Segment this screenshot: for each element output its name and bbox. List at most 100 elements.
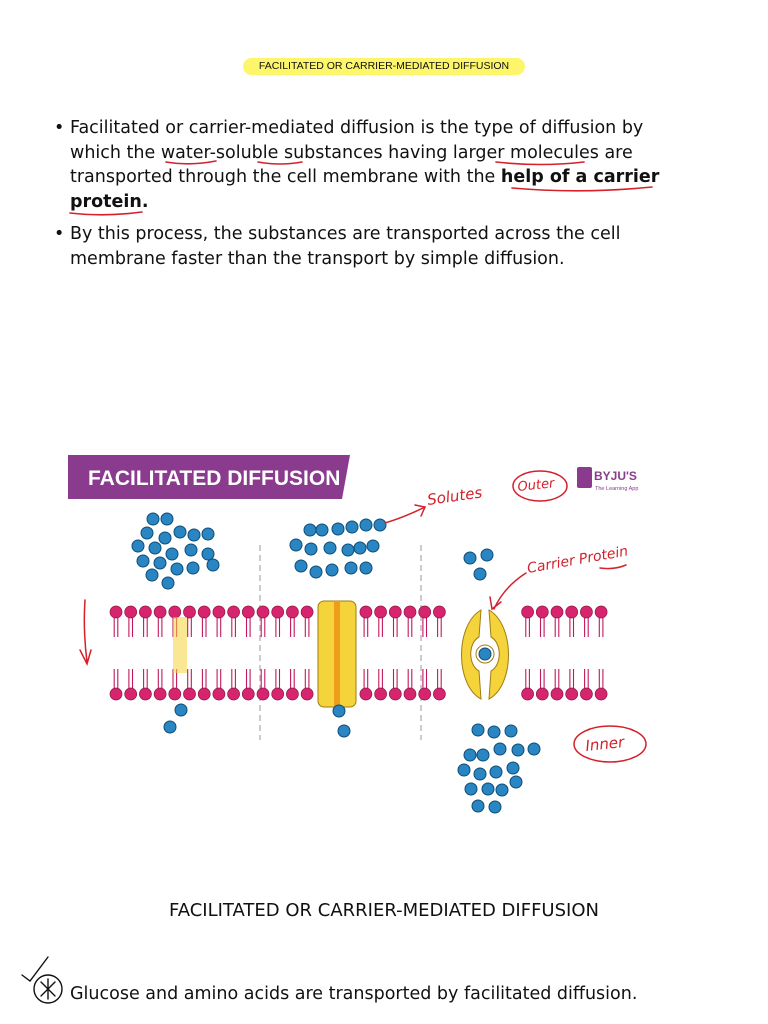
solute-molecule bbox=[488, 800, 502, 814]
note-text: Glucose and amino acids are transported … bbox=[70, 984, 638, 1004]
inner-circle bbox=[573, 725, 647, 763]
solute-molecule bbox=[344, 561, 358, 575]
solute-molecule bbox=[480, 548, 494, 562]
solute-molecule bbox=[366, 539, 380, 553]
solute-molecule bbox=[184, 543, 198, 557]
solute-molecule bbox=[206, 558, 220, 572]
solute-molecule bbox=[161, 576, 175, 590]
glucose-note: Glucose and amino acids are transported … bbox=[70, 983, 670, 1006]
solute-molecule bbox=[170, 562, 184, 576]
lipid-molecule-inner bbox=[579, 668, 593, 701]
lipid-molecule-inner bbox=[565, 668, 579, 701]
facilitated-diffusion-diagram: FACILITATED DIFFUSION BYJU'S The Learnin… bbox=[68, 455, 647, 814]
solute-molecule bbox=[146, 512, 160, 526]
lipid-molecule-outer bbox=[432, 605, 446, 638]
solute-molecule bbox=[323, 541, 337, 555]
solute-molecule bbox=[493, 742, 507, 756]
lipid-molecule-inner bbox=[374, 668, 388, 701]
lipid-molecule-inner bbox=[197, 668, 211, 701]
lipid-molecule-inner bbox=[271, 668, 285, 701]
solute-molecule bbox=[471, 723, 485, 737]
bullet-item-definition: Facilitated or carrier-mediated diffusio… bbox=[54, 116, 694, 214]
lipid-molecule-outer bbox=[594, 605, 608, 638]
outer-circle bbox=[512, 470, 568, 502]
carrier-protein bbox=[461, 609, 509, 700]
lipid-molecule-outer bbox=[109, 605, 123, 638]
solute-molecule bbox=[457, 763, 471, 777]
lipid-molecule-inner bbox=[594, 668, 608, 701]
lipid-molecule-inner bbox=[550, 668, 564, 701]
label-inner: Inner bbox=[585, 733, 626, 755]
solute-molecule bbox=[489, 765, 503, 779]
solute-molecule bbox=[165, 547, 179, 561]
solute-molecule bbox=[294, 559, 308, 573]
logo-name: BYJU'S bbox=[594, 469, 637, 483]
solute-molecule bbox=[309, 565, 323, 579]
bullet-text-definition: Facilitated or carrier-mediated diffusio… bbox=[70, 118, 644, 187]
arrow-down-left bbox=[83, 599, 88, 663]
lipid-molecule-outer bbox=[374, 605, 388, 638]
solute-molecule bbox=[511, 743, 525, 757]
lipid-molecule-outer bbox=[388, 605, 402, 638]
solute-molecule bbox=[337, 724, 351, 738]
lipid-molecule-outer bbox=[212, 605, 226, 638]
solute-molecule bbox=[359, 518, 373, 532]
lipid-molecule-inner bbox=[359, 668, 373, 701]
bullet-text-speed: By this process, the substances are tran… bbox=[70, 224, 621, 269]
lipid-molecule-outer bbox=[138, 605, 152, 638]
lipid-molecule-outer bbox=[403, 605, 417, 638]
lipid-molecule-outer bbox=[535, 605, 549, 638]
solute-molecule bbox=[476, 748, 490, 762]
solute-molecule bbox=[304, 542, 318, 556]
solute-molecule bbox=[186, 561, 200, 575]
lipid-molecule-inner bbox=[388, 668, 402, 701]
solute-molecule bbox=[359, 561, 373, 575]
header-title-pill: FACILITATED OR CARRIER-MEDIATED DIFFUSIO… bbox=[243, 58, 525, 75]
lipid-molecule-outer bbox=[579, 605, 593, 638]
lipid-molecule-inner bbox=[535, 668, 549, 701]
solute-molecule bbox=[289, 538, 303, 552]
lipid-molecule-inner bbox=[153, 668, 167, 701]
section-heading: FACILITATED OR CARRIER-MEDIATED DIFFUSIO… bbox=[169, 900, 599, 921]
solute-molecule bbox=[187, 528, 201, 542]
solute-molecule bbox=[140, 526, 154, 540]
solute-molecule bbox=[473, 767, 487, 781]
banner-title: FACILITATED DIFFUSION bbox=[88, 467, 340, 490]
lipid-molecule-outer bbox=[359, 605, 373, 638]
region-dividers bbox=[259, 545, 422, 740]
solute-molecule bbox=[353, 541, 367, 555]
lipid-molecule-outer bbox=[521, 605, 535, 638]
solute-molecule bbox=[145, 568, 159, 582]
solute-molecule bbox=[173, 525, 187, 539]
solute-molecule bbox=[153, 556, 167, 570]
lipid-molecule-outer bbox=[124, 605, 138, 638]
solute-molecule bbox=[341, 543, 355, 557]
channel-protein bbox=[317, 600, 357, 708]
lipid-molecule-inner bbox=[256, 668, 270, 701]
solute-molecule bbox=[201, 527, 215, 541]
solute-molecule bbox=[506, 761, 520, 775]
label-solutes: Solutes bbox=[426, 483, 483, 509]
solute-molecule bbox=[527, 742, 541, 756]
lipid-molecule-inner bbox=[138, 668, 152, 701]
solute-molecule bbox=[481, 782, 495, 796]
solute-molecule bbox=[160, 512, 174, 526]
solute-molecule bbox=[345, 520, 359, 534]
solute-molecule bbox=[504, 724, 518, 738]
solute-molecule bbox=[464, 782, 478, 796]
asterisk-mark-icon bbox=[21, 956, 63, 1004]
lipid-molecule-inner bbox=[124, 668, 138, 701]
solute-molecule bbox=[163, 720, 177, 734]
lipid-molecule-outer bbox=[550, 605, 564, 638]
solute-molecule bbox=[332, 704, 346, 718]
solute-molecule bbox=[201, 547, 215, 561]
solute-molecule bbox=[148, 541, 162, 555]
lipid-molecule-outer bbox=[153, 605, 167, 638]
embedded-protein bbox=[173, 617, 187, 673]
solute-molecule bbox=[487, 725, 501, 739]
solute-molecule bbox=[131, 539, 145, 553]
lipid-molecule-inner bbox=[285, 668, 299, 701]
solute-molecule bbox=[463, 551, 477, 565]
solute-molecule bbox=[373, 518, 387, 532]
title-banner bbox=[68, 455, 350, 499]
